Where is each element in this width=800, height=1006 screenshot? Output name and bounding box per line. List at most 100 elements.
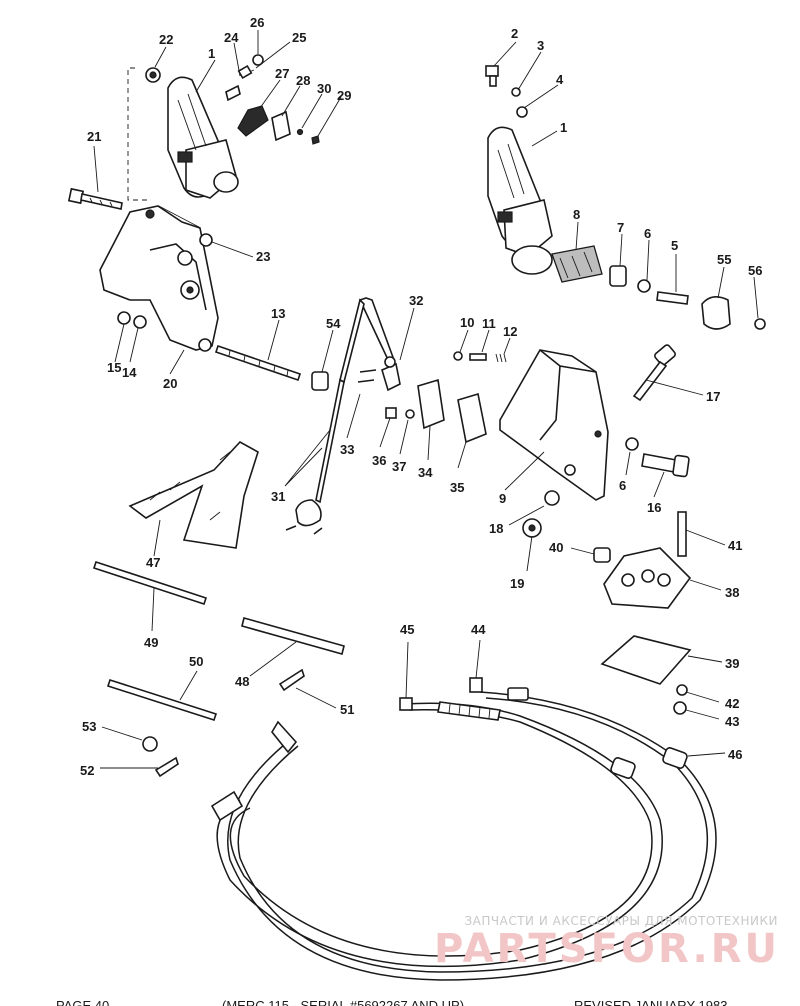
part-11-pin <box>469 353 487 361</box>
callout-31: 31 <box>271 489 285 504</box>
callout-1-right: 1 <box>560 120 567 135</box>
callout-41: 41 <box>728 538 742 553</box>
part-34-plate <box>417 378 445 430</box>
callout-22: 22 <box>159 32 173 47</box>
callout-42: 42 <box>725 696 739 711</box>
part-16-bolt <box>641 453 690 478</box>
part-50-rod <box>106 678 218 722</box>
watermark-logo: PARTSFOR.RU <box>434 926 780 972</box>
callout-25: 25 <box>292 30 306 45</box>
callout-18: 18 <box>489 521 503 536</box>
callout-38: 38 <box>725 585 739 600</box>
callout-10: 10 <box>460 315 474 330</box>
part-21-long-bolt <box>67 187 123 210</box>
part-51-cotter-pin <box>278 668 305 692</box>
callout-47: 47 <box>146 555 160 570</box>
part-14-washer <box>133 315 147 329</box>
part-46-hose-assembly <box>210 677 717 981</box>
callout-52: 52 <box>80 763 94 778</box>
footer-revised: REVISED JANUARY 1983 <box>574 998 727 1006</box>
callout-37: 37 <box>392 459 406 474</box>
part-43-nut <box>673 701 687 715</box>
part-40-plug <box>593 547 611 563</box>
callout-6-upper: 6 <box>644 226 651 241</box>
callout-1-left: 1 <box>208 46 215 61</box>
callout-3: 3 <box>537 38 544 53</box>
footer-model: (MERC 115 - SERIAL #5692267 AND UP) <box>222 998 464 1006</box>
part-42-washer <box>676 684 688 696</box>
callout-5: 5 <box>671 238 678 253</box>
callout-4: 4 <box>556 72 564 87</box>
callout-56: 56 <box>748 263 762 278</box>
callout-19: 19 <box>510 576 524 591</box>
callout-48: 48 <box>235 674 249 689</box>
callout-6-lower: 6 <box>619 478 626 493</box>
callout-35: 35 <box>450 480 464 495</box>
callout-23: 23 <box>256 249 270 264</box>
callout-33: 33 <box>340 442 354 457</box>
callout-43: 43 <box>725 714 739 729</box>
part-19-nut-hole <box>528 524 536 532</box>
callout-21: 21 <box>87 129 101 144</box>
part-52-cotter-pin <box>154 756 179 778</box>
part-12-spring <box>495 353 507 363</box>
part-1-right-cylinder <box>487 126 553 275</box>
callout-55: 55 <box>717 252 731 267</box>
callout-39: 39 <box>725 656 739 671</box>
callout-7: 7 <box>617 220 624 235</box>
part-18-nut <box>544 490 560 506</box>
part-20-transom-bracket <box>99 205 219 352</box>
part-23-nut <box>199 233 213 247</box>
leader-lines <box>93 30 759 769</box>
callout-2: 2 <box>511 26 518 41</box>
callout-12: 12 <box>503 324 517 339</box>
callout-29: 29 <box>337 88 351 103</box>
watermark: ЗАПЧАСТИ И АКСЕССУАРЫ ДЛЯ МОТОТЕХНИКИ PA… <box>434 914 780 972</box>
callout-30: 30 <box>317 81 331 96</box>
callout-20: 20 <box>163 376 177 391</box>
part-53-washer <box>142 736 158 752</box>
part-17-bolt <box>632 344 676 402</box>
part-48-shaft <box>241 617 345 655</box>
callout-32: 32 <box>409 293 423 308</box>
footer-page: PAGE 40 <box>56 998 109 1006</box>
part-54-spacer <box>311 371 329 391</box>
watermark-tagline: ЗАПЧАСТИ И АКСЕССУАРЫ ДЛЯ МОТОТЕХНИКИ <box>464 914 778 928</box>
callout-51: 51 <box>340 702 354 717</box>
part-38-pump-block <box>603 511 692 609</box>
callout-16: 16 <box>647 500 661 515</box>
callout-28: 28 <box>296 73 310 88</box>
callout-27: 27 <box>275 66 289 81</box>
part-31-tilt-lock-lever <box>285 297 395 535</box>
part-35-plate <box>457 392 487 444</box>
callout-26: 26 <box>250 15 264 30</box>
part-15-washer <box>117 311 131 325</box>
callout-14: 14 <box>122 365 137 380</box>
callout-53: 53 <box>82 719 96 734</box>
callout-49: 49 <box>144 635 158 650</box>
callout-24: 24 <box>224 30 239 45</box>
part-6-washer-lower <box>625 437 639 451</box>
part-9-transom-bracket <box>499 349 609 501</box>
callout-46: 46 <box>728 747 742 762</box>
callout-15: 15 <box>107 360 121 375</box>
callout-45: 45 <box>400 622 414 637</box>
callout-40: 40 <box>549 540 563 555</box>
hardware-top-left <box>145 54 320 145</box>
part-1-left-cylinder <box>167 76 239 199</box>
part-10-washer <box>453 351 463 361</box>
part-13-tilt-rod <box>214 344 302 382</box>
callout-17: 17 <box>706 389 720 404</box>
part-39-gasket <box>600 635 692 685</box>
callout-44: 44 <box>471 622 486 637</box>
callout-50: 50 <box>189 654 203 669</box>
part-32-33-lever-hardware <box>357 356 415 419</box>
part-47-strap <box>128 440 259 549</box>
callout-9: 9 <box>499 491 506 506</box>
callout-11: 11 <box>482 316 496 331</box>
page-footer: PAGE 40 (MERC 115 - SERIAL #5692267 AND … <box>56 998 727 1006</box>
callout-54: 54 <box>326 316 341 331</box>
part-49-rod <box>92 560 208 606</box>
callout-34: 34 <box>418 465 433 480</box>
